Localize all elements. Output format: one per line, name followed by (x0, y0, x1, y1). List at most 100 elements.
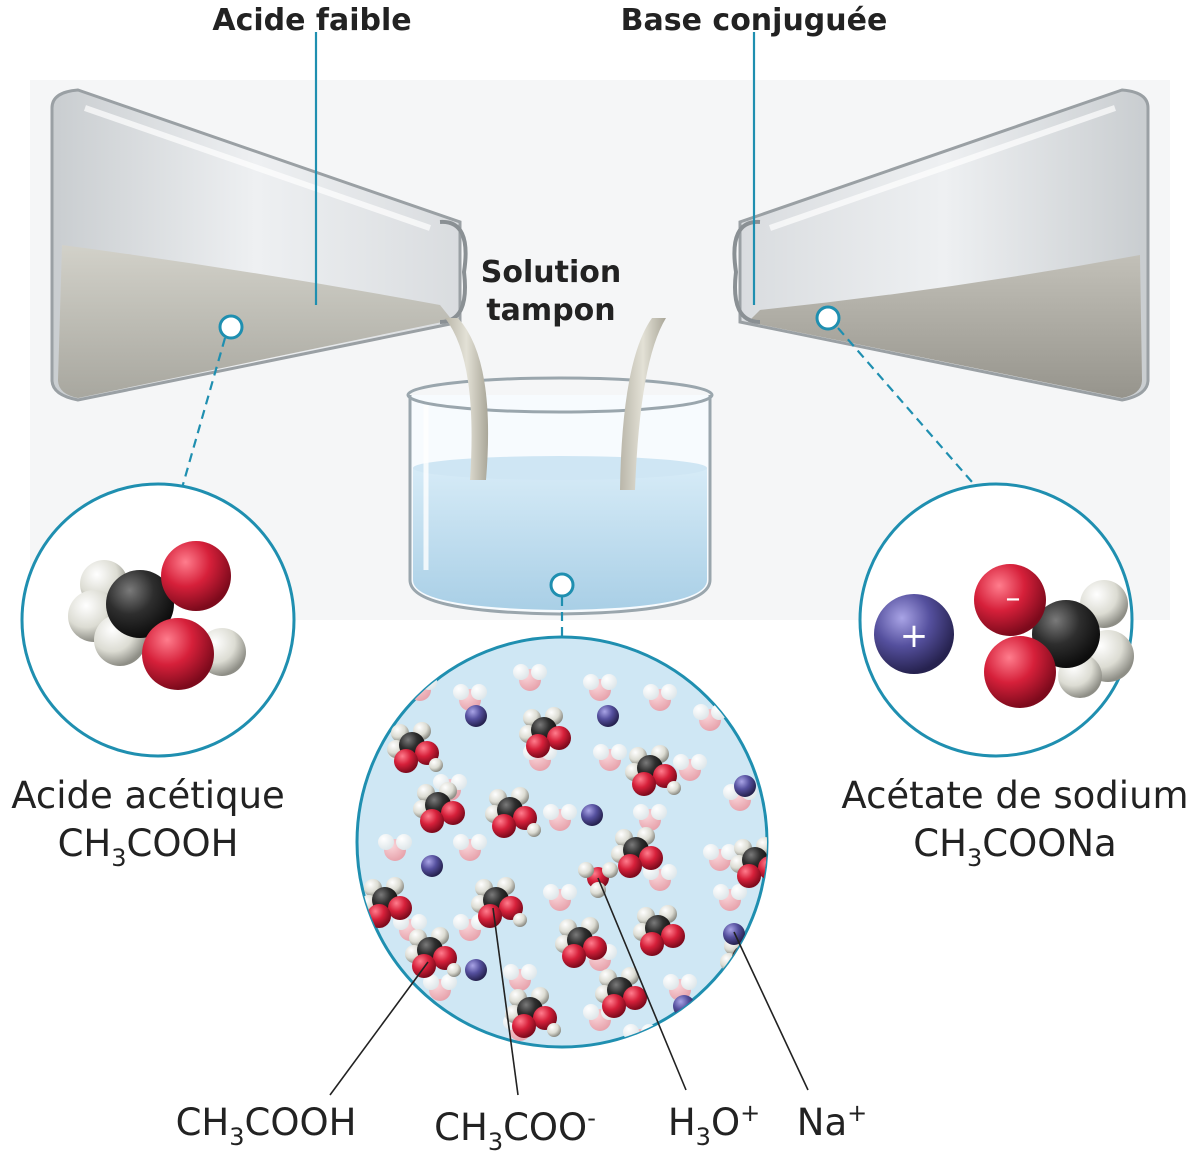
sodium-acetate-name: Acétate de sodium (841, 774, 1188, 817)
molecule-oxygen (562, 944, 586, 968)
water-hydrogen (561, 884, 577, 900)
water-hydrogen (633, 804, 649, 820)
buffer-solution-zoom (355, 635, 786, 1049)
water-hydrogen (403, 674, 419, 690)
molecule-hydrogen (762, 971, 767, 985)
water-hydrogen (673, 754, 689, 770)
molecule-oxygen (512, 1014, 536, 1038)
water-hydrogen (583, 674, 599, 690)
water-hydrogen (693, 704, 709, 720)
molecule-oxygen (412, 954, 436, 978)
water-hydrogen (453, 834, 469, 850)
molecule-oxygen (388, 896, 412, 920)
water-hydrogen (531, 664, 547, 680)
molecule-oxygen (639, 846, 663, 870)
molecule-carbon (732, 945, 758, 971)
water-hydrogen (583, 1004, 599, 1020)
molecule-oxygen (737, 864, 761, 888)
sodium-ion-particle (734, 775, 756, 797)
water-hydrogen (411, 914, 427, 930)
water-hydrogen (423, 974, 439, 990)
water-hydrogen (441, 974, 457, 990)
molecule-hydrogen (547, 1023, 561, 1037)
water-hydrogen (611, 744, 627, 760)
anion-sign: – (1006, 581, 1021, 616)
water-hydrogen (721, 844, 737, 860)
acid-marker (218, 314, 244, 340)
sodium-ion-particle (581, 804, 603, 826)
species-hydronium: H3O+ (668, 1099, 760, 1151)
hydronium-hydrogen (578, 862, 594, 878)
molecule-hydrogen (746, 935, 764, 953)
water-hydrogen (433, 1024, 449, 1040)
water-hydrogen (691, 754, 707, 770)
molecule-oxygen (623, 986, 647, 1010)
water-hydrogen (378, 834, 394, 850)
acetate-ion: – (974, 564, 1134, 708)
molecule-oxygen (661, 924, 685, 948)
water-hydrogen (513, 664, 529, 680)
acid-flask (50, 88, 468, 402)
molecule-oxygen (748, 954, 767, 978)
sodium-acetate-formula: CH3COONa (913, 822, 1116, 872)
molecule-oxygen (478, 904, 502, 928)
hydronium-hydrogen (602, 862, 618, 878)
molecule-hydrogen (772, 873, 786, 887)
water-oxygen (409, 679, 431, 701)
molecule-oxygen (441, 801, 465, 825)
water-hydrogen (731, 884, 747, 900)
sodium-ion-particle (421, 855, 443, 877)
sodium-ion-particle (597, 705, 619, 727)
molecule-oxygen (758, 856, 767, 880)
acid-powder (58, 245, 452, 398)
species-sodium: Na+ (797, 1099, 867, 1144)
base-flask (732, 88, 1150, 402)
molecule-hydrogen (429, 758, 443, 772)
molecule-hydrogen (513, 913, 527, 927)
water-hydrogen (543, 884, 559, 900)
water-hydrogen (396, 834, 412, 850)
molecule-hydrogen (667, 781, 681, 795)
molecule-hydrogen (527, 823, 541, 837)
acetic-acid-molecule (68, 541, 246, 690)
species-acetate: CH3COO- (434, 1104, 596, 1154)
molecule-oxygen (602, 994, 626, 1018)
conjugate-base-label: Base conjuguée (621, 3, 888, 38)
leader-lines (180, 32, 973, 636)
water-hydrogen (601, 674, 617, 690)
water-hydrogen (593, 744, 609, 760)
water-hydrogen (453, 684, 469, 700)
water-hydrogen (661, 864, 677, 880)
water-hydrogen (661, 684, 677, 700)
sodium-acetate-zoom: + – (858, 482, 1134, 758)
water-hydrogen (421, 674, 437, 690)
buffer-liquid (413, 468, 707, 610)
molecule-hydrogen (447, 963, 461, 977)
sodium-ion-particle (465, 959, 487, 981)
molecule-oxygen (632, 772, 656, 796)
water-hydrogen (453, 914, 469, 930)
sodium-ion: + (874, 594, 954, 674)
molecule-oxygen (640, 932, 664, 956)
molecule-oxygen (526, 734, 550, 758)
water-hydrogen (643, 684, 659, 700)
water-hydrogen (651, 804, 667, 820)
weak-acid-label: Acide faible (212, 3, 411, 38)
solution-marker (549, 572, 575, 598)
water-hydrogen (543, 804, 559, 820)
water-hydrogen (471, 834, 487, 850)
cation-sign: + (900, 616, 929, 656)
molecule-oxygen (618, 854, 642, 878)
water-hydrogen (663, 974, 679, 990)
molecule-oxygen (547, 726, 571, 750)
water-hydrogen (471, 684, 487, 700)
sodium-ion-particle (465, 705, 487, 727)
base-powder (748, 255, 1142, 398)
molecule-oxygen (727, 962, 751, 986)
base-marker (815, 305, 841, 331)
water-hydrogen (703, 844, 719, 860)
water-hydrogen (451, 1024, 467, 1040)
molecule-oxygen (420, 809, 444, 833)
water-hydrogen (503, 964, 519, 980)
